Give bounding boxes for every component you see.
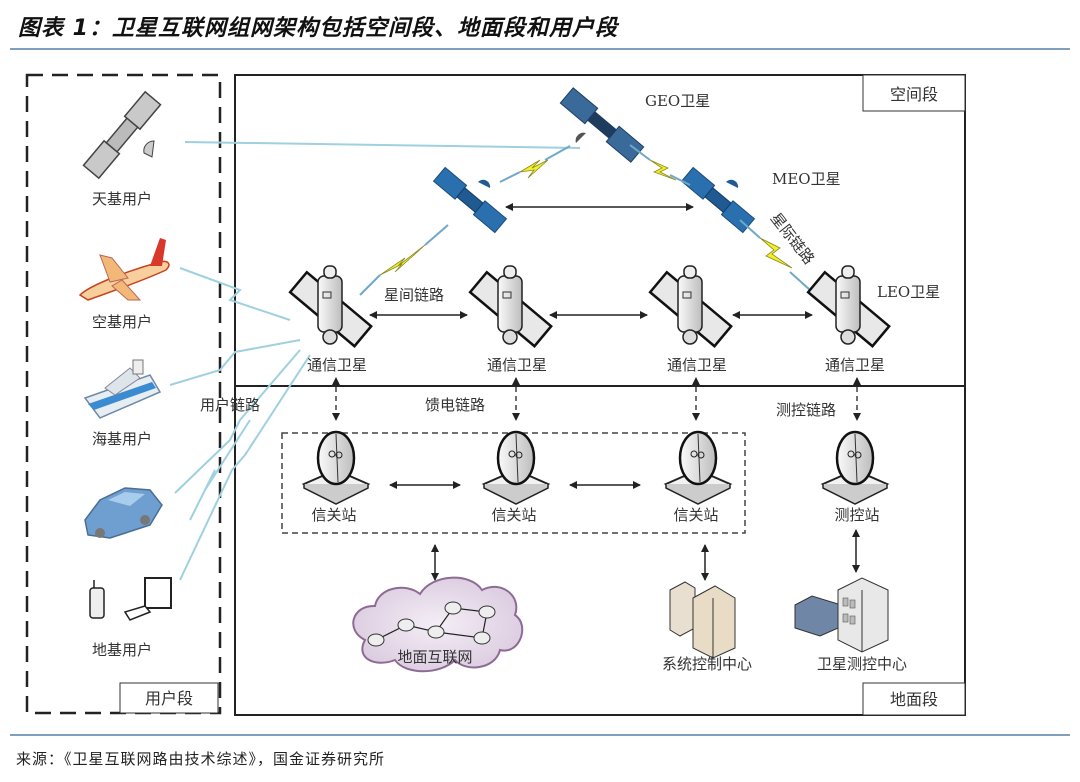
terrestrial-internet-cloud-icon bbox=[352, 576, 524, 673]
space-segment-label: 空间段 bbox=[890, 85, 938, 104]
user-segment-label: 用户段 bbox=[145, 689, 193, 708]
gateway-dish-icon bbox=[302, 430, 370, 506]
space-ground-frame bbox=[234, 74, 966, 716]
tt-c-station-label: 测控站 bbox=[834, 506, 879, 524]
user-label: 海基用户 bbox=[92, 430, 152, 448]
sea-user-ship-icon bbox=[83, 359, 162, 419]
air-user-airplane-icon bbox=[78, 238, 170, 301]
source-note: 来源：《卫星互联网路由技术综述》，国金证券研究所 bbox=[16, 750, 386, 768]
source-divider bbox=[10, 734, 1070, 736]
user-link-label: 用户链路 bbox=[200, 396, 260, 414]
user-label: 地基用户 bbox=[92, 641, 152, 659]
meo-satellite-icon bbox=[433, 166, 507, 234]
figure-title: 图表 1：卫星互联网组网架构包括空间段、地面段和用户段 bbox=[18, 16, 618, 41]
user-segment-label-box bbox=[119, 682, 219, 714]
gateway-dish-icon bbox=[664, 430, 732, 506]
comm-satellite-label: 通信卫星 bbox=[667, 356, 727, 374]
tt-c-station-dish-icon bbox=[821, 430, 889, 506]
inter-orbit-links bbox=[359, 144, 811, 296]
satellite-tt-c-center-label: 卫星测控中心 bbox=[817, 655, 907, 673]
gateway-label: 信关站 bbox=[311, 506, 356, 524]
comm-satellite-label: 通信卫星 bbox=[825, 356, 885, 374]
comm-satellite-icon bbox=[806, 264, 891, 348]
gateway-label: 信关站 bbox=[673, 506, 718, 524]
comm-satellite-label: 通信卫星 bbox=[487, 356, 547, 374]
user-label: 天基用户 bbox=[92, 190, 152, 208]
geo-satellite-icon bbox=[559, 87, 645, 163]
comm-satellite-icon bbox=[468, 264, 553, 348]
lightning-icons bbox=[379, 159, 793, 276]
leo-label: LEO卫星 bbox=[877, 283, 940, 301]
meo-label: MEO卫星 bbox=[772, 170, 841, 188]
user-label: 空基用户 bbox=[92, 313, 152, 331]
geo-label: GEO卫星 bbox=[645, 92, 710, 110]
comm-satellite-label: 通信卫星 bbox=[307, 356, 367, 374]
ground-user-phone-computer-icon bbox=[89, 577, 172, 621]
ground-segment-label-box bbox=[862, 682, 966, 716]
comm-satellite-icon bbox=[288, 264, 373, 348]
terrestrial-internet-label: 地面互联网 bbox=[397, 648, 472, 666]
feeder-link-label: 馈电链路 bbox=[425, 396, 485, 414]
system-control-center-label: 系统控制中心 bbox=[662, 655, 752, 673]
feeder-links bbox=[332, 377, 861, 421]
ground-user-car-icon bbox=[84, 487, 163, 539]
server-cabinet-icon bbox=[669, 581, 736, 659]
gateway-dish-icon bbox=[482, 430, 550, 506]
ground-center-arrows bbox=[431, 529, 860, 581]
gateway-label: 信关站 bbox=[491, 506, 536, 524]
tt-c-center-building-icon bbox=[794, 577, 889, 653]
inter-satellite-link-label: 星间链路 bbox=[384, 286, 444, 304]
space-segment-label-box bbox=[862, 74, 966, 112]
tt-c-link-label: 测控链路 bbox=[776, 401, 836, 419]
comm-satellite-icon bbox=[648, 264, 733, 348]
user-links bbox=[169, 141, 581, 581]
title-divider bbox=[10, 48, 1070, 50]
ground-segment-label: 地面段 bbox=[890, 690, 938, 709]
space-user-satellite-icon bbox=[82, 90, 162, 180]
